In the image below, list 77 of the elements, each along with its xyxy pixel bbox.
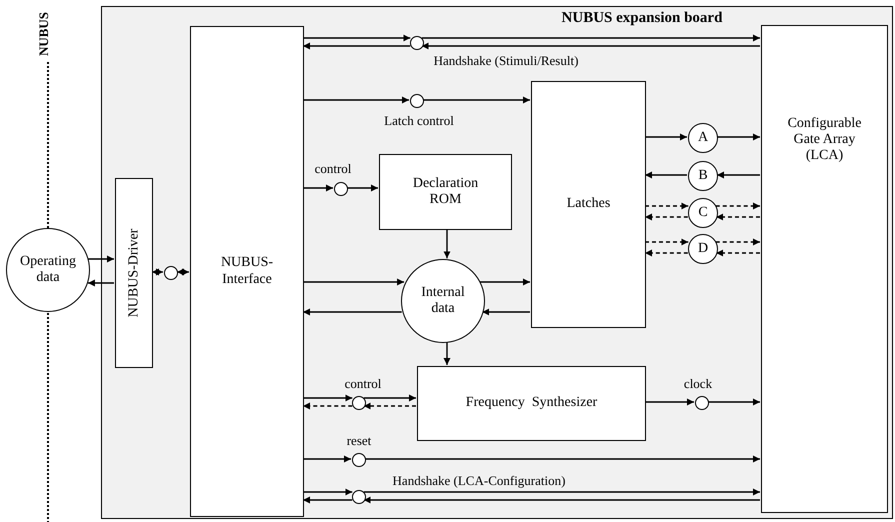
block-label: A bbox=[698, 130, 708, 146]
connector-arrow bbox=[422, 34, 760, 42]
connector-arrow bbox=[422, 42, 760, 50]
connector-arrow bbox=[303, 456, 351, 462]
connector-arrow bbox=[645, 214, 688, 220]
rom-block bbox=[379, 154, 512, 230]
connector-arrow bbox=[152, 268, 163, 276]
connector-arrow bbox=[88, 280, 114, 286]
block-label: Internal data bbox=[420, 284, 466, 318]
expansion-board-panel bbox=[101, 6, 893, 519]
connector-arrow bbox=[303, 496, 352, 504]
signal-node-circle bbox=[410, 36, 424, 50]
connector-arrow bbox=[303, 488, 352, 496]
gate-array-block bbox=[761, 25, 888, 513]
connector-arrow bbox=[303, 34, 410, 42]
connector-arrow bbox=[423, 96, 530, 104]
block-label: Declaration ROM bbox=[412, 176, 480, 208]
connector-arrow bbox=[444, 229, 450, 258]
connector-arrow bbox=[716, 250, 760, 256]
connector-arrow bbox=[303, 278, 404, 286]
connector-arrow bbox=[347, 184, 378, 192]
driver-block bbox=[115, 178, 153, 368]
connector-arrow bbox=[365, 456, 760, 462]
block-label: D bbox=[698, 240, 708, 258]
connector-arrow bbox=[645, 202, 688, 210]
connector-arrow bbox=[303, 184, 333, 192]
block-label: B bbox=[698, 168, 708, 184]
connector-arrow bbox=[364, 488, 760, 496]
synthesizer-block bbox=[417, 366, 646, 441]
latches-block bbox=[531, 81, 646, 328]
signal-node-circle bbox=[695, 396, 709, 410]
connector-arrow bbox=[303, 42, 410, 50]
connector-arrow bbox=[444, 342, 450, 365]
signal-label: Handshake (LCA-Configuration) bbox=[392, 473, 566, 489]
signal-node-circle bbox=[352, 490, 366, 504]
connector-arrow bbox=[717, 172, 760, 178]
block-label: NUBUS-Driver bbox=[126, 228, 142, 318]
connector-arrow bbox=[716, 202, 760, 210]
connector-arrow bbox=[480, 278, 530, 286]
signal-node-circle bbox=[410, 94, 424, 108]
connector-arrow bbox=[708, 398, 760, 406]
connector-arrow bbox=[364, 394, 416, 402]
connector-circle bbox=[688, 198, 718, 228]
signal-node-circle bbox=[334, 182, 348, 196]
connector-arrow bbox=[716, 238, 760, 246]
connector-arrow bbox=[645, 172, 687, 178]
connector-circle bbox=[688, 161, 718, 191]
board-title: NUBUS expansion board bbox=[560, 10, 724, 27]
signal-node-circle bbox=[352, 396, 366, 410]
connector-arrow bbox=[717, 134, 760, 140]
connector-arrow bbox=[716, 214, 760, 220]
connector-arrow bbox=[364, 496, 760, 504]
interface-block bbox=[190, 26, 304, 517]
connector-arrow bbox=[303, 308, 402, 316]
signal-label: Handshake (Stimuli/Result) bbox=[432, 53, 580, 69]
block-label: Latches bbox=[566, 196, 610, 213]
block-label: Operating data bbox=[19, 254, 77, 286]
block-label: Configurable Gate Array (LCA) bbox=[786, 116, 862, 164]
connector-arrow bbox=[645, 134, 687, 140]
connector-circle bbox=[688, 123, 718, 153]
connector-arrow bbox=[303, 402, 352, 410]
connector-arrow bbox=[645, 398, 694, 406]
block-label: Frequency Synthesizer bbox=[466, 395, 598, 412]
connector-arrow bbox=[88, 256, 114, 262]
connector-arrow bbox=[364, 402, 416, 410]
connector-arrow bbox=[645, 250, 688, 256]
block-label: C bbox=[698, 204, 708, 222]
connector-arrow bbox=[482, 308, 530, 316]
connector-arrow bbox=[303, 394, 352, 402]
signal-node-circle bbox=[164, 266, 178, 280]
connector-arrow bbox=[303, 96, 409, 104]
bus-label: NUBUS bbox=[36, 12, 52, 56]
connector-arrow bbox=[177, 268, 189, 276]
connector-arrow bbox=[645, 238, 688, 246]
block-label: NUBUS-Interface bbox=[220, 255, 274, 288]
connector-circle bbox=[688, 234, 718, 264]
signal-node-circle bbox=[352, 453, 366, 467]
